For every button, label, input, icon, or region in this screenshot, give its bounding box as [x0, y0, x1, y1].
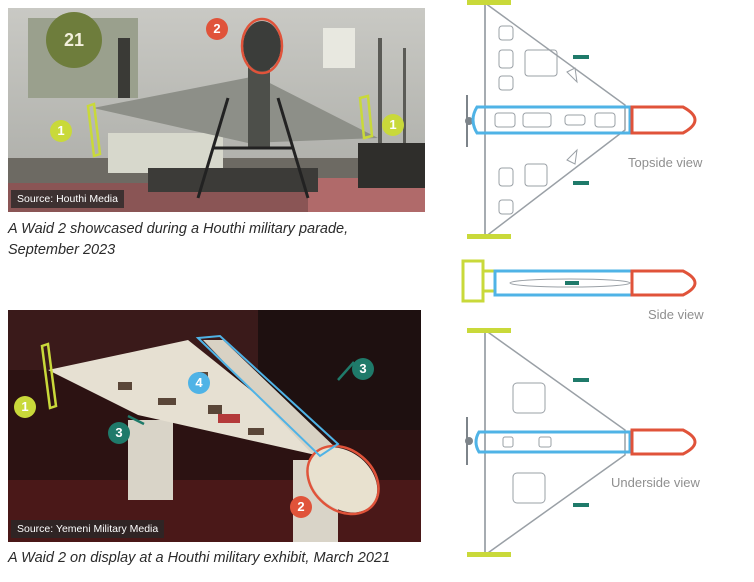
- badge-1-right: 1: [382, 114, 404, 136]
- underside-rail-bottom: [573, 503, 589, 507]
- parade-photo: 21 1 2 1 Source: Houthi Media: [8, 8, 425, 212]
- topside-rail-bottom: [573, 181, 589, 185]
- wing-rail-left: [127, 414, 145, 426]
- side-schematic: [461, 259, 697, 303]
- underside-fin-top: [467, 328, 511, 333]
- badge-1: 1: [14, 396, 36, 418]
- underside-nose: [630, 428, 697, 456]
- exhibit-photo-scene: [8, 310, 421, 542]
- underside-schematic: [465, 328, 697, 557]
- badge-3-right: 3: [352, 358, 374, 380]
- badge-2: 2: [290, 496, 312, 518]
- topside-view-label: Topside view: [628, 155, 703, 170]
- exhibit-nose-highlight: [306, 444, 380, 516]
- parade-caption-line1: A Waid 2 showcased during a Houthi milit…: [8, 221, 349, 237]
- side-fin: [461, 259, 485, 303]
- topside-rail-top: [573, 55, 589, 59]
- left-fin-highlight: [86, 102, 102, 158]
- side-view-label: Side view: [648, 307, 704, 322]
- wing-rail-right: [337, 361, 355, 381]
- source-label: Source: Houthi Media: [11, 190, 124, 208]
- side-fuselage: [493, 269, 634, 297]
- parade-caption-line2: September 2023: [8, 242, 116, 258]
- nose-highlight: [240, 17, 284, 75]
- topside-fin-top: [467, 0, 511, 5]
- underside-view-label: Underside view: [611, 475, 700, 490]
- parade-caption: A Waid 2 showcased during a Houthi milit…: [8, 219, 348, 261]
- side-rail: [565, 281, 579, 285]
- topside-nose: [630, 105, 697, 135]
- badge-1-left: 1: [50, 120, 72, 142]
- topside-fin-bottom: [467, 234, 511, 239]
- source-label: Source: Yemeni Military Media: [11, 520, 165, 538]
- side-nose: [630, 269, 697, 297]
- badge-2: 2: [206, 18, 228, 40]
- badge-4: 4: [188, 372, 210, 394]
- right-fin-highlight: [358, 94, 374, 140]
- underside-fuselage: [474, 430, 632, 454]
- exhibit-caption: A Waid 2 on display at a Houthi military…: [8, 550, 391, 566]
- parade-emblem: [46, 12, 102, 68]
- underside-fin-bottom: [467, 552, 511, 557]
- topside-fuselage: [471, 105, 632, 135]
- badge-3-left: 3: [108, 422, 130, 444]
- topside-schematic: [465, 0, 697, 239]
- underside-rail-top: [573, 378, 589, 382]
- exhibit-fin-highlight: [40, 342, 58, 410]
- parade-emblem-number: 21: [64, 30, 84, 50]
- exhibit-photo: 1 3 4 3 2 Source: Yemeni Military Media: [8, 310, 421, 542]
- parade-photo-scene: 21: [8, 8, 425, 212]
- fuselage-highlight: [195, 334, 340, 458]
